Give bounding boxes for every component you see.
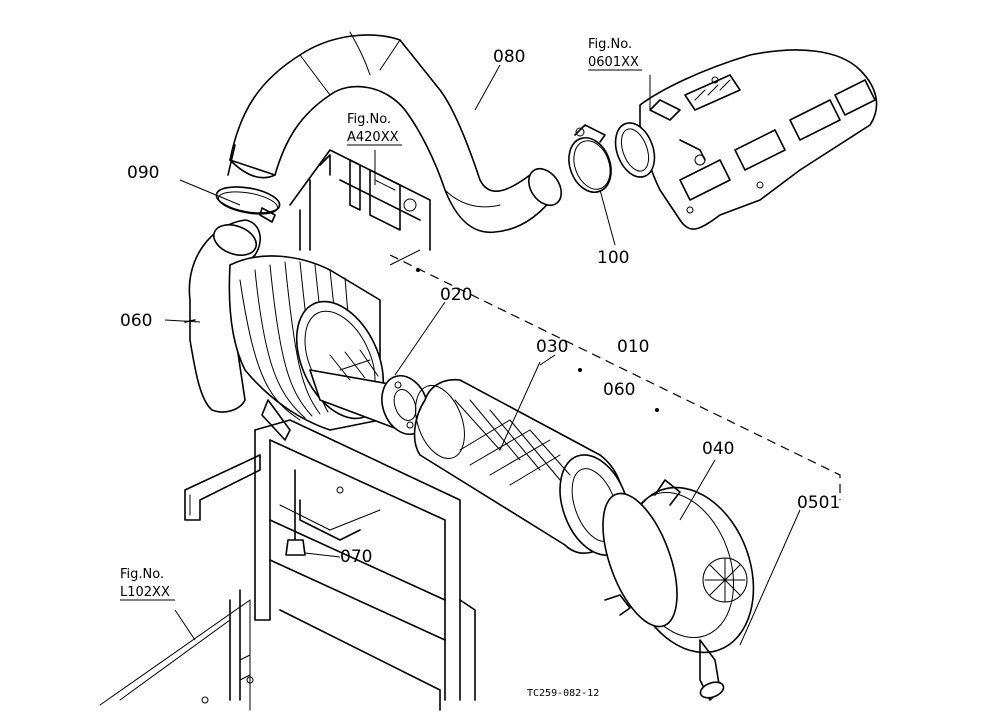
frame-stand: [99, 419, 476, 711]
drawing-code: TC259-082-12: [527, 688, 599, 699]
fig-ref-bracket-line2: A420XX: [347, 130, 399, 145]
assembly-boundary-010: [389, 254, 841, 500]
leader-lines: [164, 64, 801, 646]
callout-050: 0501: [797, 493, 840, 513]
callout-090: 090: [127, 163, 159, 183]
figure-refs: Fig.No. 0601XX Fig.No. A420XX Fig.No. L1…: [120, 37, 642, 601]
callout-060-body: 060: [120, 311, 152, 331]
callout-070: 070: [340, 547, 372, 567]
hose-clamp-100: [568, 124, 612, 193]
fig-ref-manifold-line1: Fig.No.: [588, 37, 632, 52]
upper-bracket: [289, 149, 431, 251]
callout-020: 020: [440, 285, 472, 305]
bolt-070: [285, 469, 306, 556]
intake-manifold: [614, 49, 878, 230]
callouts: 080 090 060 020 030 010 060 040 0501 100…: [120, 47, 840, 567]
hose-clamp-090: [215, 186, 281, 223]
callout-080: 080: [493, 47, 525, 67]
callout-010: 010: [617, 337, 649, 357]
callout-040: 040: [702, 439, 734, 459]
fig-ref-manifold-line2: 0601XX: [588, 55, 639, 70]
callout-030: 030: [536, 337, 568, 357]
fig-ref-bracket-line1: Fig.No.: [347, 112, 391, 127]
fig-ref-frame-line1: Fig.No.: [120, 567, 164, 582]
callout-100: 100: [597, 248, 629, 268]
callout-060-kit: 060: [603, 380, 635, 400]
cover-040: [602, 479, 755, 701]
fig-ref-frame-line2: L102XX: [120, 585, 170, 600]
intake-hose-080: [227, 31, 563, 233]
